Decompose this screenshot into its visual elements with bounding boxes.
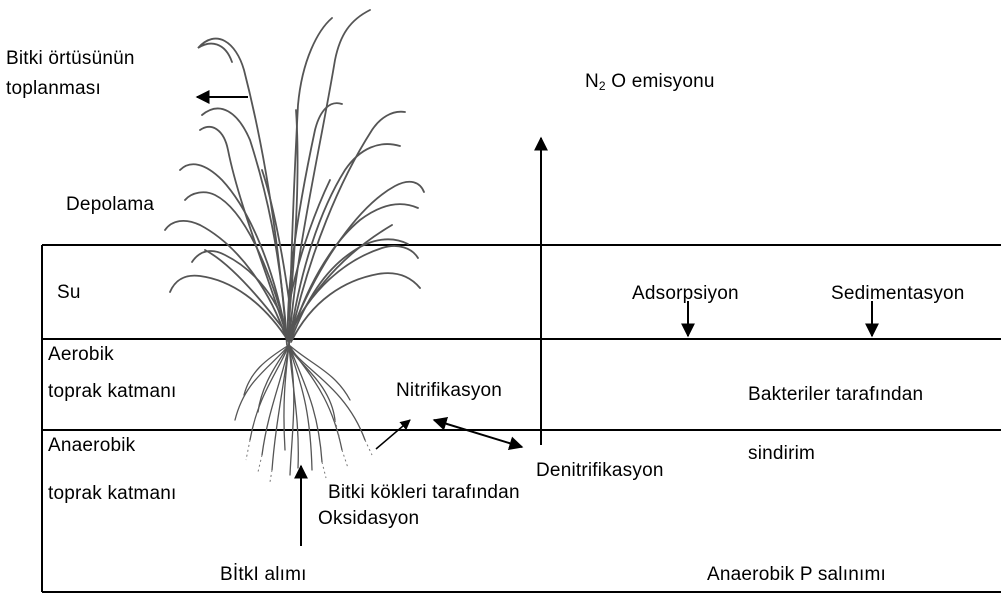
sedimentation-label: Sedimentasyon xyxy=(831,283,965,305)
root-oxidation-label-line2: Oksidasyon xyxy=(318,508,419,530)
storage-label: Depolama xyxy=(66,194,154,216)
bacteria-label-line2: sindirim xyxy=(748,443,815,465)
harvest-label-line1: Bitki örtüsünün xyxy=(6,48,135,70)
adsorption-label: Adsorpsiyon xyxy=(632,283,739,305)
denitrification-label: Denitrifikasyon xyxy=(536,460,664,482)
water-layer-label: Su xyxy=(57,282,81,304)
n2o-subscript: 2 xyxy=(599,79,606,93)
p-release-label: Anaerobik P salınımı xyxy=(707,564,886,586)
harvest-label-line2: toplanması xyxy=(6,78,101,100)
bacteria-label-line1: Bakteriler tarafından xyxy=(748,384,923,406)
root-oxidation-label-line1: Bitki kökleri tarafından xyxy=(328,482,520,504)
aerobic-label-line1: Aerobik xyxy=(48,344,114,366)
anaerobic-label-line1: Anaerobik xyxy=(48,435,135,457)
n2o-emission-label: N2 O emisyonu xyxy=(585,71,715,97)
plant-uptake-label: BİtkI alımı xyxy=(220,564,307,586)
n2o-rest: O emisyonu xyxy=(611,71,714,92)
n2o-n: N xyxy=(585,71,599,92)
aerobic-label-line2: toprak katmanı xyxy=(48,381,176,403)
anaerobic-label-line2: toprak katmanı xyxy=(48,483,176,505)
nitrification-label: Nitrifikasyon xyxy=(396,380,502,402)
